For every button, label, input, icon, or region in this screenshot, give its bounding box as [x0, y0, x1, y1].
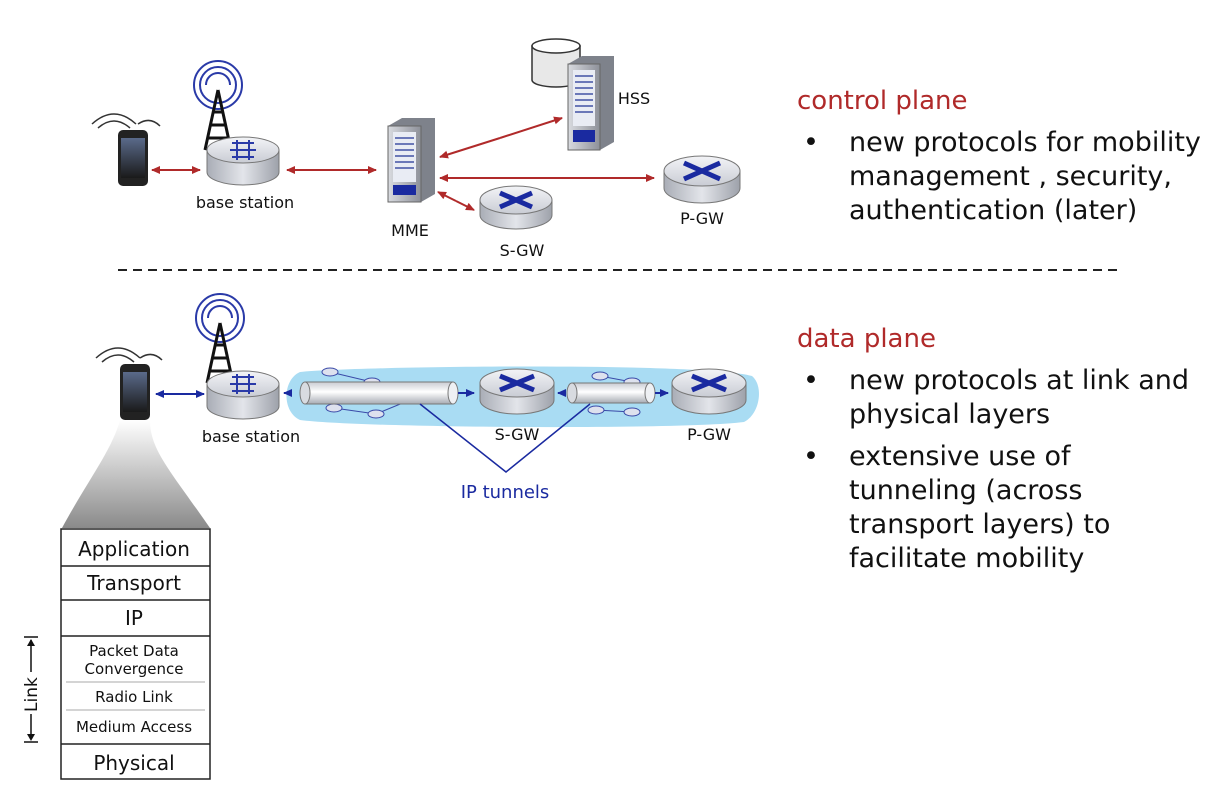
ip-tunnels-label: IP tunnels	[461, 482, 550, 503]
mme-server-icon	[387, 118, 435, 203]
stack-layer-ip: IP	[125, 606, 143, 630]
control-plane-bullet-text: new protocols for mobility management , …	[849, 127, 1201, 226]
hss-label: HSS	[618, 89, 650, 108]
stack-layer-application: Application	[78, 537, 190, 561]
zoom-cone	[62, 420, 210, 528]
control-plane-bullets: • new protocols for mobility management ,…	[797, 126, 1202, 236]
mme-label: MME	[391, 221, 429, 240]
dp-pgw-router-icon	[671, 368, 747, 415]
dp-sgw-router-icon	[479, 368, 555, 415]
cp-pgw-label: P-GW	[680, 209, 724, 228]
data-plane-bullet: • extensive use of tunneling (across tran…	[797, 440, 1202, 576]
dp-base-station-router-icon	[206, 370, 280, 420]
data-plane-bullet-text: extensive use of tunneling (across trans…	[849, 441, 1111, 574]
stack-layer-physical: Physical	[93, 751, 174, 775]
bullet-marker: •	[803, 127, 819, 158]
data-plane-bullets: • new protocols at link and physical laye…	[797, 364, 1202, 584]
stack-layer-pdcp-line1: Packet Data	[89, 642, 179, 660]
cp-sgw-router-icon	[479, 185, 553, 230]
stack-layer-radio-link: Radio Link	[95, 688, 173, 706]
control-plane-bullet: • new protocols for mobility management ,…	[797, 126, 1202, 228]
link-label: Link	[22, 677, 42, 712]
base-station-router-icon	[206, 136, 280, 186]
tunnel-tube-2	[566, 382, 656, 404]
control-plane-links	[151, 116, 655, 211]
protocol-stack: Application Transport IP Packet Data Con…	[60, 528, 211, 780]
data-plane-bullet: • new protocols at link and physical laye…	[797, 364, 1202, 432]
data-plane-links	[155, 389, 669, 398]
data-plane-bullet-text: new protocols at link and physical layer…	[849, 365, 1190, 430]
link-bracket: Link	[22, 636, 42, 743]
cp-base-station-label: base station	[196, 193, 294, 212]
phone-icon	[91, 113, 161, 186]
hss-server-icon	[567, 56, 614, 151]
bullet-marker: •	[803, 365, 819, 396]
dp-pgw-label: P-GW	[687, 425, 731, 444]
dp-phone-icon	[95, 347, 163, 420]
control-plane-heading: control plane	[797, 86, 968, 116]
ip-tunnel-pointer	[419, 403, 591, 473]
dp-cell-tower-icon	[195, 293, 245, 384]
stack-layer-pdcp-line2: Convergence	[85, 660, 184, 678]
dp-base-station-label: base station	[202, 427, 300, 446]
cp-pgw-router-icon	[663, 155, 741, 204]
cell-tower-icon	[193, 60, 243, 151]
cp-sgw-label: S-GW	[500, 241, 545, 260]
data-plane-heading: data plane	[797, 324, 936, 354]
stack-layer-medium-access: Medium Access	[76, 718, 192, 736]
bullet-marker: •	[803, 441, 819, 472]
stack-layer-transport: Transport	[86, 571, 181, 595]
tunnel-tube-1	[299, 381, 459, 405]
dp-sgw-label: S-GW	[495, 425, 540, 444]
